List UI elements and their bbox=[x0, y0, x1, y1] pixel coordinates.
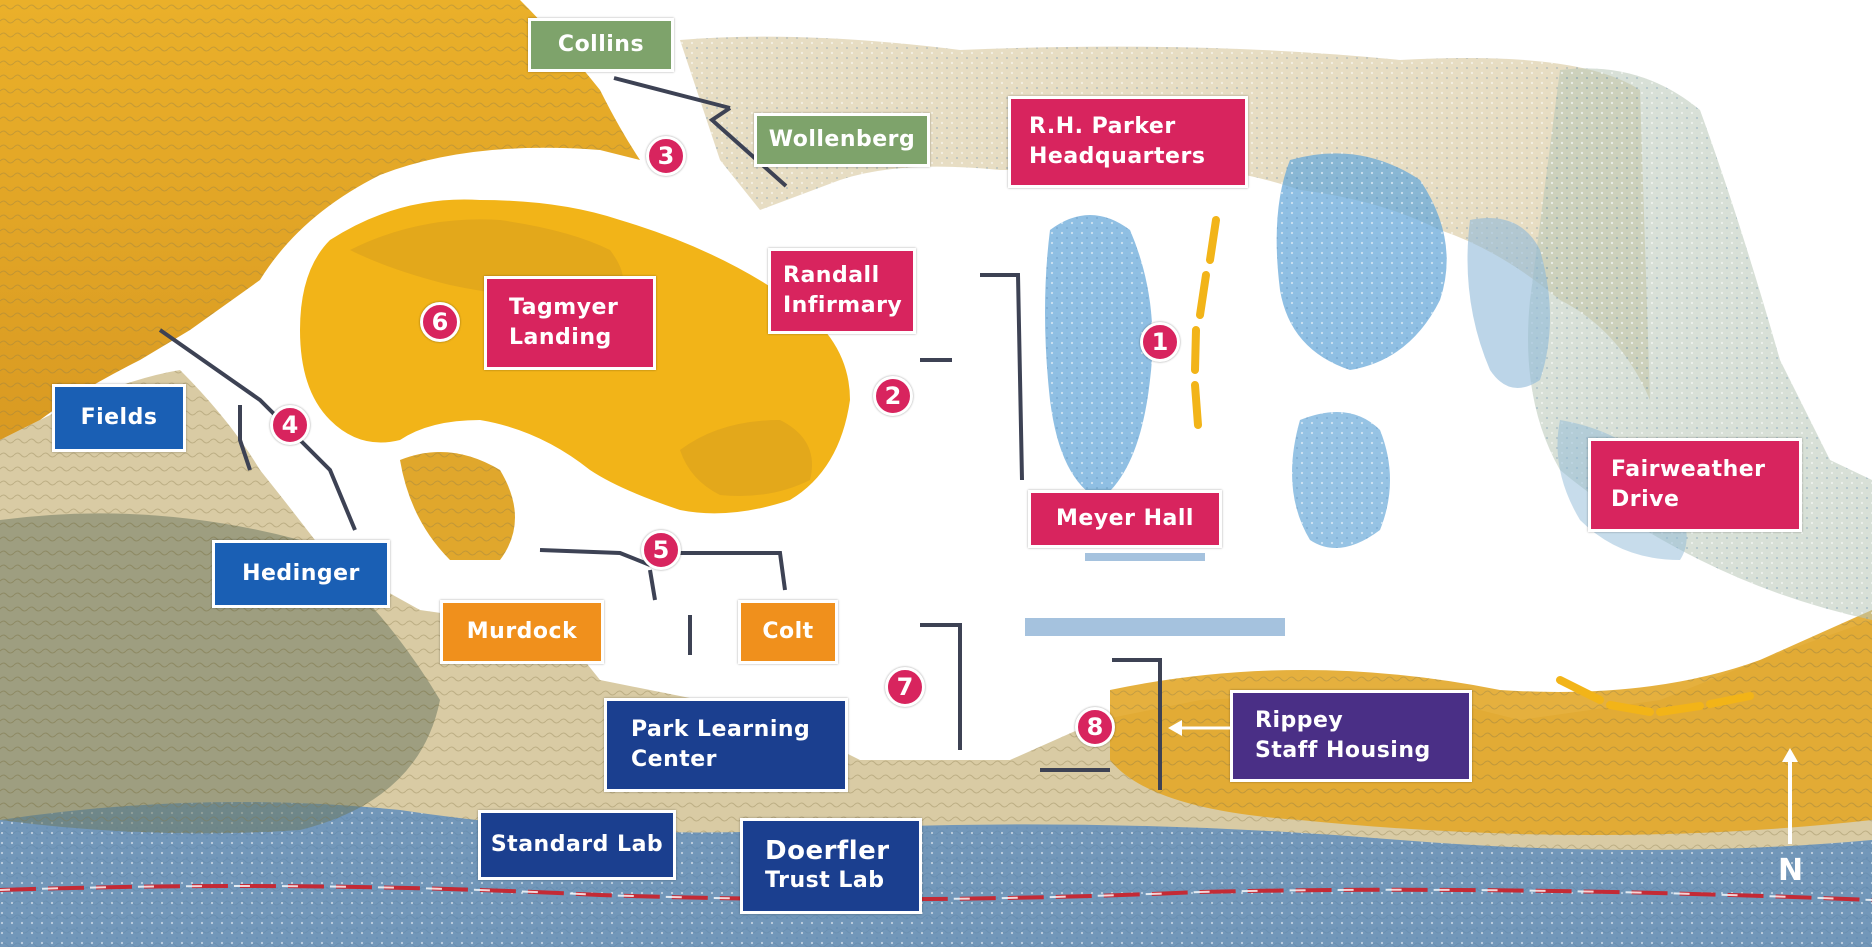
building-murdock-label: Murdock bbox=[466, 619, 578, 644]
building-doerfler-trust-lab[interactable]: Doerfler Trust Lab bbox=[740, 818, 922, 914]
building-collins[interactable]: Collins bbox=[528, 18, 674, 72]
building-rh-parker[interactable]: R.H. Parker Headquarters bbox=[1008, 96, 1248, 188]
building-meyer-hall[interactable]: Meyer Hall bbox=[1028, 490, 1222, 548]
marker-1[interactable]: 1 bbox=[1140, 322, 1180, 362]
building-fields-label: Fields bbox=[80, 405, 158, 430]
building-doerfler-line2: Trust Lab bbox=[765, 868, 885, 893]
marker-7[interactable]: 7 bbox=[885, 667, 925, 707]
marker-6-number: 6 bbox=[431, 308, 449, 336]
marker-5[interactable]: 5 bbox=[641, 530, 681, 570]
building-tagmyer-line1: Tagmyer bbox=[509, 295, 619, 320]
marker-1-number: 1 bbox=[1151, 328, 1169, 356]
building-hedinger[interactable]: Hedinger bbox=[212, 540, 390, 608]
marker-3[interactable]: 3 bbox=[646, 136, 686, 176]
building-wollenberg[interactable]: Wollenberg bbox=[754, 113, 930, 167]
building-fairweather-line2: Drive bbox=[1611, 487, 1680, 512]
marker-8[interactable]: 8 bbox=[1075, 707, 1115, 747]
building-hedinger-label: Hedinger bbox=[242, 561, 360, 586]
north-arrow-icon: N bbox=[1778, 748, 1803, 888]
marker-7-number: 7 bbox=[896, 673, 914, 701]
building-rh-parker-line1: R.H. Parker bbox=[1029, 114, 1176, 139]
building-randall-line2: Infirmary bbox=[783, 293, 903, 318]
building-rippey-line1: Rippey bbox=[1255, 708, 1344, 733]
building-fairweather[interactable]: Fairweather Drive bbox=[1588, 438, 1802, 532]
building-colt[interactable]: Colt bbox=[738, 600, 838, 664]
marker-8-number: 8 bbox=[1086, 713, 1104, 741]
building-murdock[interactable]: Murdock bbox=[440, 600, 604, 664]
marker-4-number: 4 bbox=[281, 411, 299, 439]
building-standard-lab-label: Standard Lab bbox=[490, 832, 664, 857]
marker-4[interactable]: 4 bbox=[270, 405, 310, 445]
building-rippey-line2: Staff Housing bbox=[1255, 738, 1431, 763]
marker-2[interactable]: 2 bbox=[873, 376, 913, 416]
marker-3-number: 3 bbox=[657, 142, 675, 170]
building-collins-label: Collins bbox=[557, 32, 645, 57]
building-rippey-staff-housing[interactable]: Rippey Staff Housing bbox=[1230, 690, 1472, 782]
arrow-left-icon bbox=[1168, 720, 1230, 736]
marker-2-number: 2 bbox=[884, 382, 902, 410]
building-park-learning-center[interactable]: Park Learning Center bbox=[604, 698, 848, 792]
building-tagmyer-line2: Landing bbox=[509, 325, 612, 350]
marker-6[interactable]: 6 bbox=[420, 302, 460, 342]
building-fields[interactable]: Fields bbox=[52, 384, 186, 452]
building-randall-line1: Randall bbox=[783, 263, 880, 288]
building-doerfler-line1: Doerfler bbox=[765, 836, 890, 866]
marker-5-number: 5 bbox=[652, 536, 670, 564]
building-meyer-hall-label: Meyer Hall bbox=[1056, 506, 1194, 531]
building-park-line2: Center bbox=[631, 747, 718, 772]
building-randall[interactable]: Randall Infirmary bbox=[768, 248, 916, 334]
building-tagmyer[interactable]: Tagmyer Landing bbox=[484, 276, 656, 370]
building-park-line1: Park Learning bbox=[631, 717, 811, 742]
north-letter: N bbox=[1778, 853, 1803, 888]
building-fairweather-line1: Fairweather bbox=[1611, 457, 1766, 482]
building-colt-label: Colt bbox=[762, 619, 814, 644]
building-standard-lab[interactable]: Standard Lab bbox=[478, 810, 676, 880]
building-rh-parker-line2: Headquarters bbox=[1029, 144, 1206, 169]
building-wollenberg-label: Wollenberg bbox=[768, 127, 916, 152]
